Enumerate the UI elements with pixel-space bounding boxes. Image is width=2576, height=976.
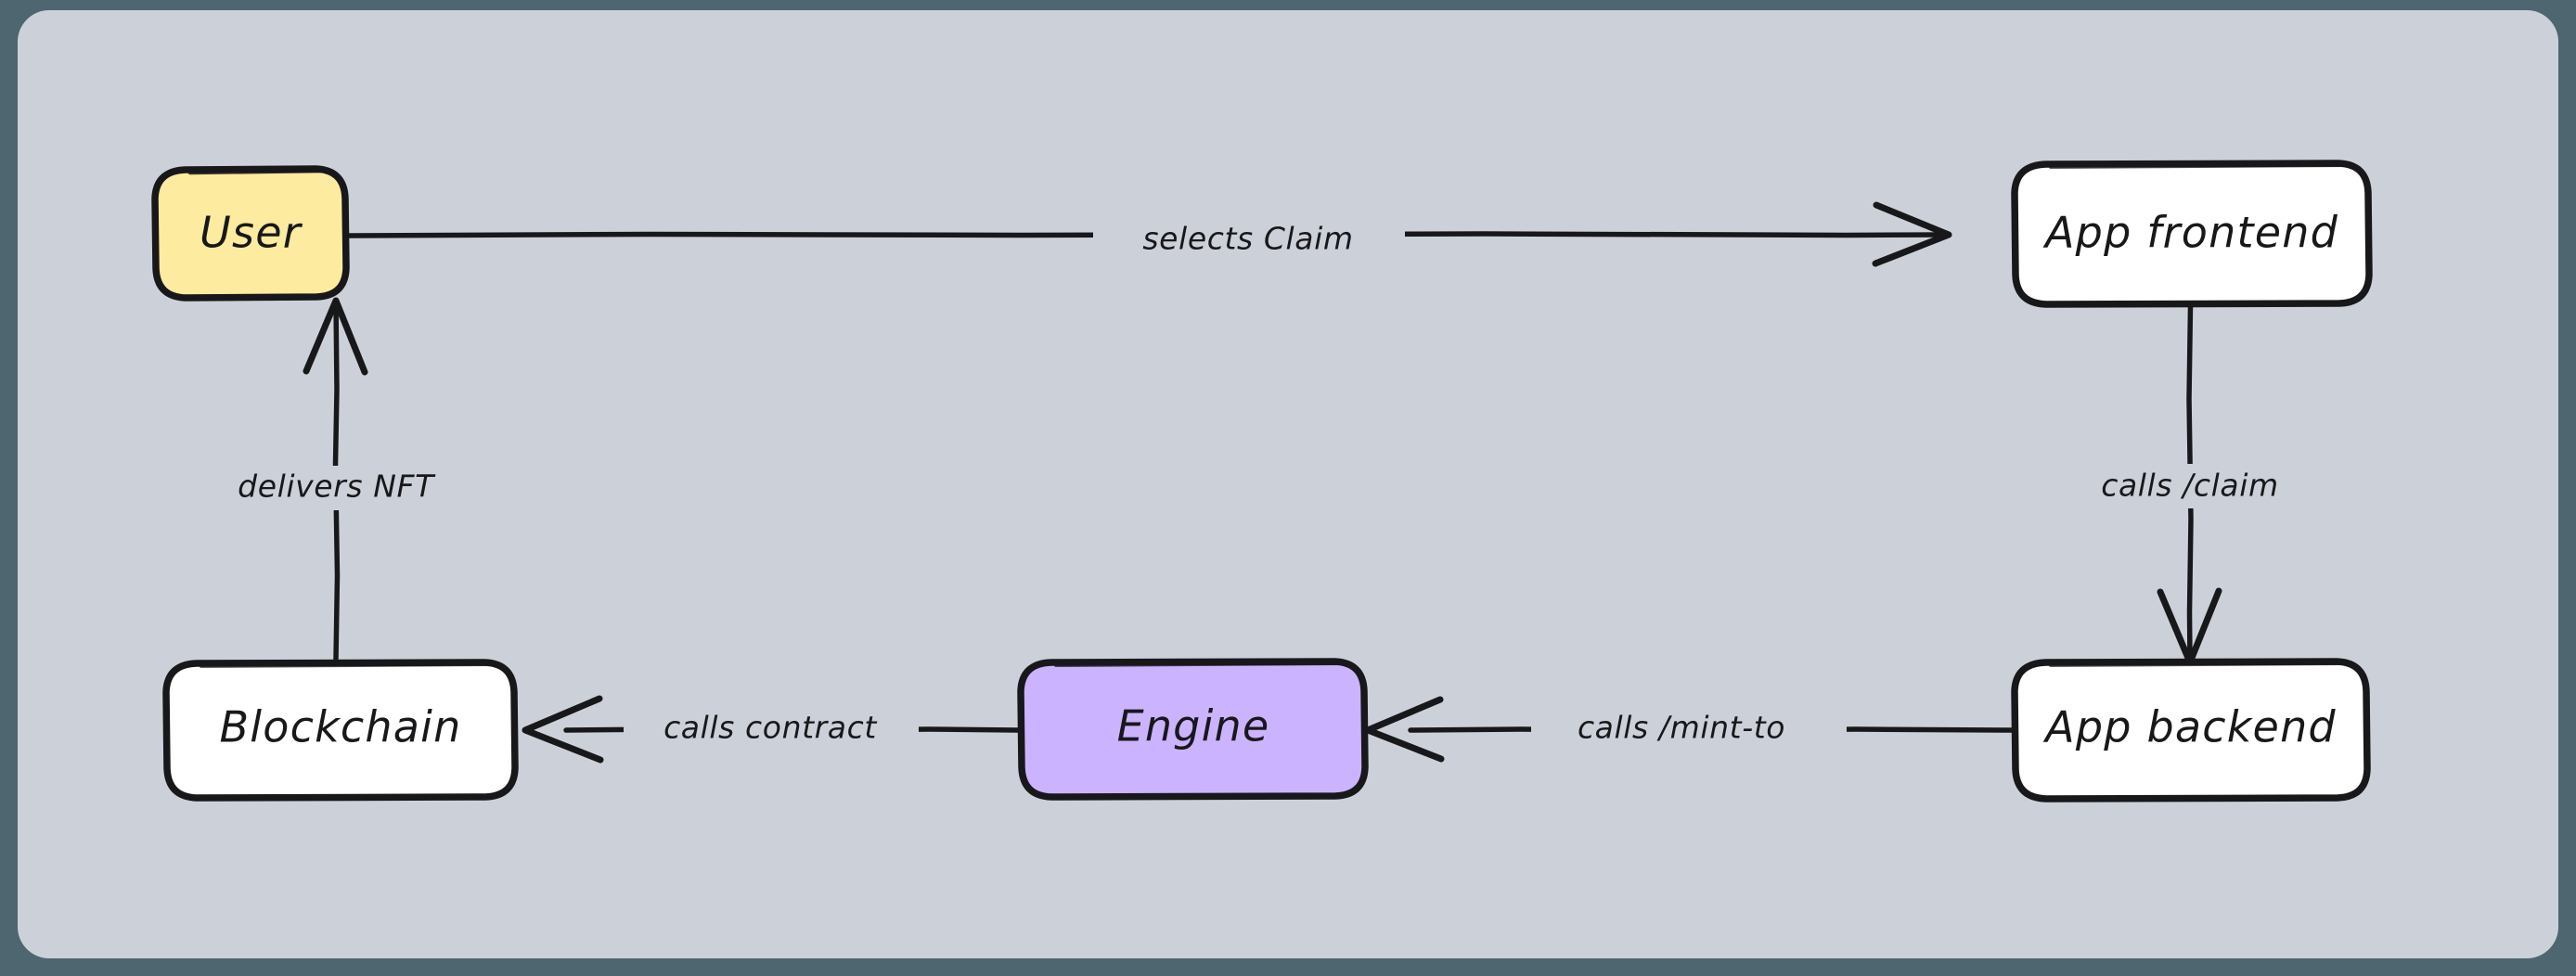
edge-blockchain-to-user: delivers NFT [190, 297, 483, 661]
edge-line-frontend-to-backend [2186, 303, 2194, 663]
node-app-backend[interactable]: App backend [2011, 658, 2371, 803]
edge-label-bg-1 [1093, 215, 1405, 260]
node-blockchain-sketch-stroke [200, 662, 496, 668]
node-label-app-backend: App backend [2042, 702, 2337, 752]
edge-label-calls-mint-to: calls /mint-to [1578, 710, 1785, 746]
node-app-backend-sketch-stroke [2049, 661, 2348, 667]
edge-label-calls-contract: calls contract [663, 710, 877, 746]
arrowhead-left-blockchain [522, 695, 604, 764]
node-app-frontend[interactable]: App frontend [2011, 160, 2373, 308]
edge-user-to-frontend: selects Claim [344, 201, 1952, 267]
node-app-frontend-sketch-stroke [2049, 163, 2350, 169]
edge-engine-to-blockchain: calls contract [522, 695, 1021, 764]
edge-line-blockchain-to-user [332, 300, 341, 661]
edge-label-bg-4 [624, 710, 919, 754]
edge-label-calls-claim: calls /claim [2101, 468, 2279, 504]
node-app-frontend-shape[interactable] [2011, 160, 2373, 308]
node-user-shape[interactable] [151, 165, 350, 302]
edge-label-bg-2 [2046, 464, 2334, 508]
node-label-app-frontend: App frontend [2042, 208, 2338, 258]
node-engine[interactable]: Engine [1017, 658, 1369, 801]
node-blockchain-shape[interactable] [162, 659, 519, 802]
node-app-backend-shape[interactable] [2011, 658, 2371, 803]
node-engine-sketch-stroke [1054, 661, 1346, 667]
edge-label-bg-3 [1531, 710, 1847, 754]
edge-label-delivers-nft: delivers NFT [238, 469, 436, 505]
node-engine-shape[interactable] [1017, 658, 1369, 801]
edge-label-bg-5 [190, 466, 483, 510]
arrowhead-right-frontend [1872, 201, 1952, 267]
node-label-user: User [200, 208, 303, 258]
edge-label-selects-claim: selects Claim [1142, 221, 1353, 257]
edge-backend-to-engine: calls /mint-to [1364, 696, 2015, 763]
node-user[interactable]: User [151, 165, 350, 302]
edge-frontend-to-backend: calls /claim [2046, 303, 2334, 666]
node-label-engine: Engine [1117, 701, 1270, 751]
node-user-sketch-stroke [187, 168, 328, 175]
arrowhead-up-user [303, 297, 368, 376]
node-label-blockchain: Blockchain [220, 702, 462, 752]
node-blockchain[interactable]: Blockchain [162, 659, 519, 802]
